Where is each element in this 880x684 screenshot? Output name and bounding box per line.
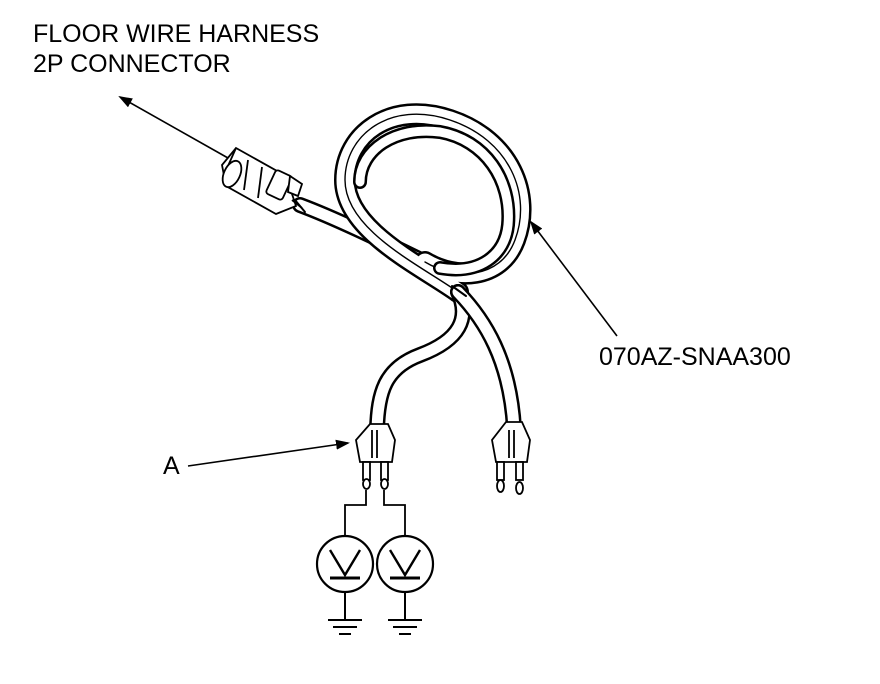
harness-cable — [292, 103, 532, 438]
connector-label-line1: FLOOR WIRE HARNESS — [33, 20, 320, 48]
ground-icon — [328, 592, 362, 635]
ground-icon — [388, 592, 422, 635]
test-plug-a — [355, 423, 396, 490]
connector-label-line2: 2P CONNECTOR — [33, 50, 231, 78]
test-plug-b — [491, 421, 531, 495]
callout-a-leader-arrow — [187, 439, 350, 467]
connector-leader-arrow — [118, 96, 229, 159]
voltmeter-icon — [315, 534, 375, 594]
floor-harness-2p-connector — [221, 146, 304, 215]
part-number-leader-arrow — [529, 220, 618, 337]
voltmeter-icon — [375, 534, 435, 594]
callout-a-label: A — [163, 452, 180, 480]
meter-leads — [344, 490, 406, 536]
part-number-label: 070AZ-SNAA300 — [599, 343, 791, 371]
